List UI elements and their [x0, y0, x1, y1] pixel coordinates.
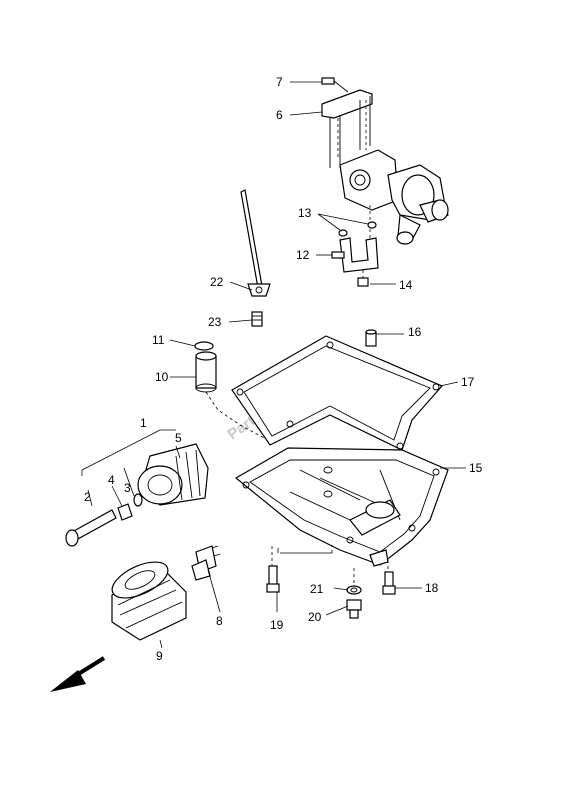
- callout-13: 13: [298, 206, 312, 220]
- oil-strainer-10: [195, 351, 269, 441]
- oil-filter-9: [111, 561, 187, 641]
- callout-17: 17: [461, 375, 475, 389]
- callout-21: 21: [310, 582, 324, 596]
- fitting-8: [191, 545, 221, 581]
- callout-7: 7: [276, 75, 283, 89]
- callout-2: 2: [84, 490, 91, 504]
- callout-15: 15: [469, 461, 483, 475]
- callout-14: 14: [399, 278, 413, 292]
- o-ring-3: [133, 493, 143, 507]
- callout-1: 1: [140, 416, 147, 430]
- dowel-16: [365, 329, 377, 347]
- callout-6: 6: [276, 108, 283, 122]
- leader-lines: [87, 81, 466, 649]
- bolt-23: [251, 311, 263, 327]
- callout-5: 5: [175, 431, 182, 445]
- o-rings-13: [338, 221, 377, 237]
- callout-18: 18: [425, 581, 439, 595]
- callout-22: 22: [210, 275, 224, 289]
- oil-level-gauge-22: [240, 189, 271, 297]
- callout-12: 12: [296, 248, 310, 262]
- oil-pan-gasket-17: [231, 335, 443, 451]
- oil-cooler-assembly: [65, 429, 209, 547]
- front-direction-arrow-icon: [50, 656, 106, 692]
- o-ring-11: [194, 341, 214, 351]
- callout-10: 10: [155, 370, 169, 384]
- bracket-6: [321, 89, 373, 168]
- oil-pump-body: [339, 149, 449, 245]
- callout-3: 3: [124, 481, 131, 495]
- callout-4: 4: [108, 473, 115, 487]
- callout-19: 19: [270, 618, 284, 632]
- gasket-4: [117, 503, 133, 521]
- bolt-7: [321, 77, 349, 93]
- oil-pipe-12: [331, 237, 379, 273]
- callout-9: 9: [156, 649, 163, 663]
- union-bolt-2: [65, 509, 117, 547]
- callout-20: 20: [308, 610, 322, 624]
- callout-16: 16: [408, 325, 422, 339]
- drain-plug-20: [346, 599, 362, 619]
- oil-pan-15: [234, 447, 449, 567]
- callout-11: 11: [152, 333, 165, 347]
- bolt-18: [382, 560, 396, 595]
- washer-21: [346, 568, 362, 595]
- oil-cooler-5: [137, 443, 209, 506]
- callout-23: 23: [208, 315, 222, 329]
- callout-labels: 1 2 3 4 5 6 7 8 9 10 11 12 13 14 15 16 1…: [84, 75, 483, 663]
- oil-pump-assembly: [321, 77, 449, 287]
- callout-8: 8: [216, 614, 223, 628]
- bolt-19: [266, 546, 280, 593]
- bolt-14: [357, 270, 369, 287]
